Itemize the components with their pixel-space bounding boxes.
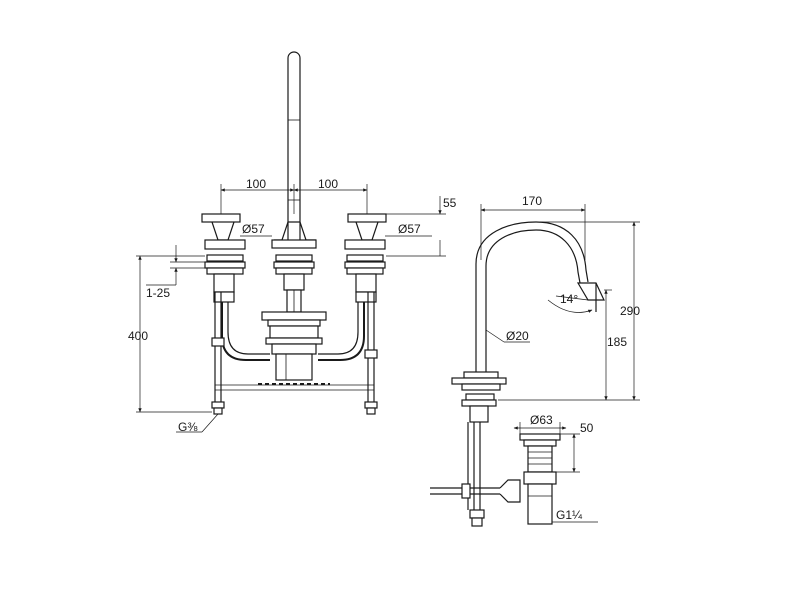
side-view: 170 290 185 14° Ø20 [430,194,640,527]
dim-400-label: 400 [128,329,148,343]
dim-170-label: 170 [522,194,542,208]
dim-55: 55 [386,196,457,257]
dim-dia57: Ø57 Ø57 [240,222,432,237]
supply-hoses [211,292,378,415]
dim-angle: 14° [547,292,593,313]
dim-1-25-label: 1-25 [146,286,170,300]
dim-dia63: Ø63 [513,413,567,434]
handle-right [344,213,387,303]
lift-rod [430,479,521,503]
dim-50: 50 [556,421,594,473]
dim-400: 400 [128,255,212,413]
dim-g114: G1¼ [552,508,598,523]
dim-50-label: 50 [580,421,594,435]
dim-170: 170 [480,194,586,260]
handle-left [201,213,246,303]
dim-1-25: 1-25 [146,245,205,300]
dim-dia20: Ø20 [485,329,530,343]
front-view: 100 100 Ø57 Ø57 55 1-25 [128,51,457,434]
dim-g38: G⅜ [176,413,219,434]
dim-g114-label: G1¼ [556,508,583,522]
dim-angle-label: 14° [560,292,578,306]
dim-dia57-right: Ø57 [398,222,421,236]
dim-100-left: 100 [246,177,266,191]
mixer-body [261,311,327,381]
dim-spacing: 100 100 [220,177,368,214]
dim-dia57-left: Ø57 [242,222,265,236]
dim-185-label: 185 [607,335,627,349]
dim-290: 290 [498,221,640,401]
dim-100-right: 100 [318,177,338,191]
popup-drain [519,433,561,525]
dim-290-label: 290 [620,304,640,318]
dim-dia63-label: Ø63 [530,413,553,427]
spout-base-front [271,221,317,313]
dim-g38-label: G⅜ [178,420,198,434]
dim-185: 185 [604,289,627,401]
connecting-pipes [221,302,365,361]
spout-base-side [451,371,507,527]
dim-55-label: 55 [443,196,457,210]
dim-dia20-label: Ø20 [506,329,529,343]
